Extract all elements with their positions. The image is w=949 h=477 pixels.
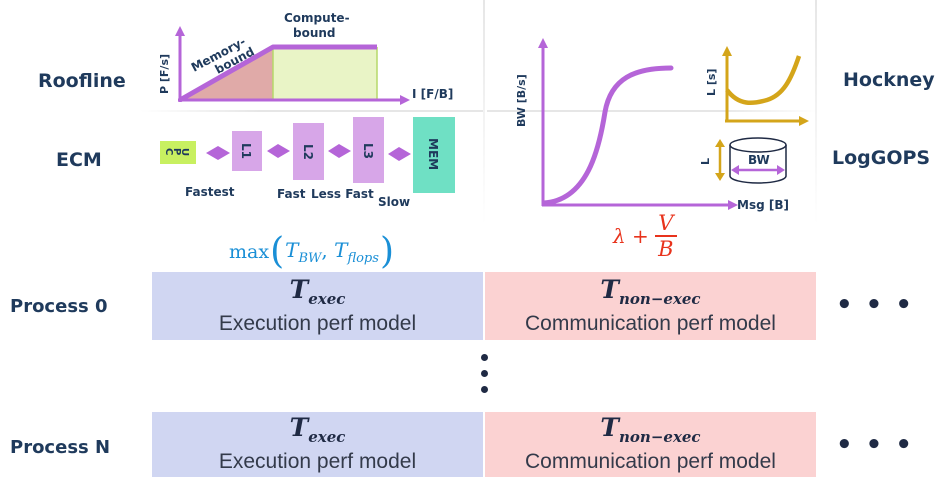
speed-slow: Slow [378,195,410,209]
svg-text:MEM: MEM [426,138,440,170]
process-n-more: • • • [836,430,914,460]
exec-model-text: Execution perf model [218,450,417,473]
process-n-comm-box: Tnon−exec Communication perf model [485,412,816,477]
hockney-plot: L [s] [705,46,809,126]
bw-x-label: Msg [B] [737,198,789,212]
ecm-label: ECM [56,149,102,171]
roofline-y-label: P [F/s] [158,54,171,94]
process-0-label: Process 0 [10,296,108,317]
hockney-curve [725,55,802,106]
t-non-exec: Tnon−exec [600,274,701,308]
svg-text:U: U [179,148,190,156]
bandwidth-plot: BW [B/s] Msg [B] [515,38,789,212]
svg-text:L2: L2 [301,144,315,160]
compute-bound-region [273,47,377,100]
roofline-line [178,44,377,103]
mem-box [413,117,455,193]
roofline-plot: P [F/s] I [F/B] Memory- bound Compute- b… [158,11,453,105]
process-0-exec-box: Texec Execution perf model [152,272,483,340]
vertical-ellipsis: ⋮ [478,352,490,400]
hockney-label: Hockney [843,69,935,91]
t-non-exec: Tnon−exec [600,413,701,447]
l1-cache [232,131,262,171]
bw-y-label: BW [B/s] [515,74,528,127]
process-n-label: Process N [10,437,111,458]
exec-formula: max ( TBW, Tflops ) [229,231,394,272]
loggops-bw-label: BW [748,153,770,167]
process-0-more: • • • [836,290,914,320]
loggops-l-label: L [699,158,712,165]
speed-fast: Fast [277,187,306,201]
svg-text:L1: L1 [239,143,253,159]
roofline-label: Roofline [38,70,126,92]
process-n-exec-box: Texec Execution perf model [152,412,483,477]
process-0-comm-box: Tnon−exec Communication perf model [485,272,816,340]
execution-models-panel: P [F/s] I [F/B] Memory- bound Compute- b… [140,0,485,225]
t-exec: Texec [289,413,346,447]
comm-model-text: Communication perf model [525,450,776,473]
l2-cache [293,123,324,180]
speed-less-fast: Less Fast [311,187,374,201]
comm-model-text: Communication perf model [525,311,776,335]
t-exec: Texec [289,274,346,308]
loggops-diagram: L BW [699,137,787,184]
compute-bound-label-1: Compute- [284,11,350,25]
svg-text:C: C [163,148,174,155]
ecm-diagram: C P U L1 L2 L3 MEM Fastest Fast Less Fas… [160,117,455,209]
communication-models-panel: BW [B/s] Msg [B] L [s] L BW [487,0,817,225]
comm-formula: λ + V B [613,205,677,267]
hockney-y-label: L [s] [705,69,718,96]
roofline-x-label: I [F/B] [412,87,453,101]
svg-text:L3: L3 [361,143,375,159]
cpu-box [160,141,196,164]
loggops-label: LogGOPS [832,147,931,169]
exec-model-text: Execution perf model [218,311,417,335]
l3-cache [353,117,384,183]
svg-text:P: P [171,148,182,155]
bw-curve [541,65,674,206]
speed-fastest: Fastest [185,185,235,199]
compute-bound-label-2: bound [293,26,336,40]
